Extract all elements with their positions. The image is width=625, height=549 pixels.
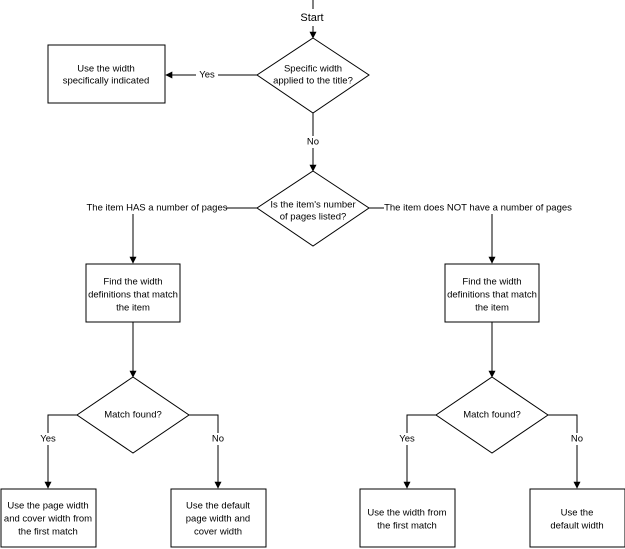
- process-right-use-first-match-line1: Use the width from: [367, 508, 446, 519]
- decision-specific-width-line1: Specific width: [284, 64, 342, 75]
- process-left-use-first-match-line3: the first match: [18, 527, 78, 538]
- process-right-use-default-shape: [529, 488, 625, 548]
- edge-left-match-no: [189, 414, 222, 489]
- decision-specific-width: Specific width applied to the title?: [256, 37, 370, 114]
- edge-right-match-yes: [403, 414, 436, 489]
- edge-left-match-yes: [44, 414, 77, 489]
- process-left-use-default-line2: page width and: [186, 514, 250, 525]
- process-right-find-definitions: Find the width definitions that match th…: [444, 263, 540, 323]
- label-no-pages: The item does NOT have a number of pages: [384, 203, 572, 214]
- decision-pages-listed-line1: Is the item's number: [270, 200, 355, 211]
- process-use-specific-width-shape: [47, 44, 166, 104]
- label-right-yes: Yes: [399, 434, 415, 445]
- decision-right-match-found: Match found?: [435, 376, 549, 454]
- process-left-find-line2: definitions that match: [88, 290, 178, 301]
- process-right-find-line1: Find the width: [462, 277, 521, 288]
- process-right-use-first-match: Use the width from the first match: [359, 488, 456, 548]
- decision-specific-width-shape: [256, 37, 370, 114]
- label-width-yes: Yes: [199, 70, 215, 81]
- process-left-use-default: Use the default page width and cover wid…: [170, 488, 267, 548]
- process-left-use-first-match: Use the page width and cover width from …: [0, 488, 97, 548]
- label-left-yes: Yes: [40, 434, 56, 445]
- label-width-no: No: [307, 137, 319, 148]
- process-left-use-default-line3: cover width: [194, 527, 242, 538]
- process-left-find-line3: the item: [116, 303, 150, 314]
- process-use-specific-width-line2: specifically indicated: [63, 76, 150, 87]
- process-right-use-first-match-line2: the first match: [377, 521, 437, 532]
- label-right-no: No: [571, 434, 583, 445]
- process-right-use-default: Use the default width: [529, 488, 625, 548]
- process-use-specific-width: Use the width specifically indicated: [47, 44, 166, 104]
- process-left-use-default-line1: Use the default: [186, 501, 250, 512]
- edge-right-match-no: [548, 414, 581, 489]
- decision-right-match-found-text: Match found?: [463, 410, 521, 421]
- decision-pages-listed-line2: of pages listed?: [280, 212, 347, 223]
- decision-left-match-found-text: Match found?: [104, 410, 162, 421]
- process-left-find-definitions: Find the width definitions that match th…: [85, 263, 181, 323]
- decision-pages-listed: Is the item's number of pages listed?: [256, 170, 370, 247]
- process-left-use-first-match-line1: Use the page width: [7, 501, 88, 512]
- process-right-use-default-line1: Use the: [561, 508, 594, 519]
- decision-left-match-found-shape: [76, 376, 190, 454]
- process-left-use-first-match-line2: and cover width from: [4, 514, 92, 525]
- process-left-use-default-shape: [170, 488, 267, 548]
- start-label: Start: [300, 12, 323, 24]
- label-left-no: No: [212, 434, 224, 445]
- process-use-specific-width-line1: Use the width: [77, 64, 135, 75]
- decision-pages-listed-shape: [256, 170, 370, 247]
- process-left-use-first-match-shape: [0, 488, 97, 548]
- process-right-use-default-line2: default width: [550, 521, 603, 532]
- process-right-find-line3: the item: [475, 303, 509, 314]
- process-right-use-first-match-shape: [359, 488, 456, 548]
- decision-specific-width-line2: applied to the title?: [273, 76, 353, 87]
- process-left-find-definitions-shape: [85, 263, 181, 323]
- process-right-find-line2: definitions that match: [447, 290, 537, 301]
- process-right-find-definitions-shape: [444, 263, 540, 323]
- label-has-pages: The item HAS a number of pages: [87, 203, 228, 214]
- decision-right-match-found-shape: [435, 376, 549, 454]
- decision-left-match-found: Match found?: [76, 376, 190, 454]
- process-left-find-line1: Find the width: [103, 277, 162, 288]
